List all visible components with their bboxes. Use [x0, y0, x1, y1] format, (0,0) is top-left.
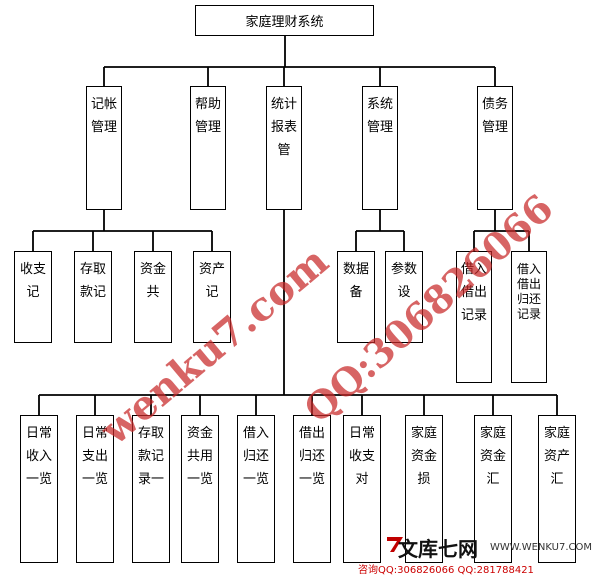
report-node-r4: 资金共用一览: [181, 415, 219, 563]
submodule-label: 数据备: [342, 262, 369, 300]
submodule-label: 收支记: [19, 262, 46, 300]
module-node-m2: 帮助管理: [190, 86, 226, 210]
report-label: 家庭资金损: [410, 426, 437, 487]
report-node-r2: 日常支出一览: [76, 415, 114, 563]
footer-contact: 咨询QQ:306826066 QQ:281788421: [358, 565, 534, 576]
report-label: 资金共用一览: [186, 426, 213, 487]
submodule-label: 存取款记: [79, 262, 106, 300]
module-node-m4: 系统管理: [362, 86, 398, 210]
seven-logo-icon: [387, 537, 403, 552]
submodule-node-s3: 资金共: [134, 251, 172, 343]
report-label: 存取款记录一: [137, 426, 164, 487]
submodule-node-s8: 借入借出归还记录: [511, 251, 547, 383]
report-node-r7: 日常收支对: [343, 415, 381, 563]
report-node-r3: 存取款记录一: [132, 415, 170, 563]
report-label: 家庭资金汇: [479, 426, 506, 487]
report-node-r1: 日常收入一览: [20, 415, 58, 563]
report-label: 家庭资产汇: [543, 426, 570, 487]
root-node: 家庭理财系统: [195, 5, 374, 36]
report-label: 借出归还一览: [298, 426, 325, 487]
module-label: 记帐管理: [90, 97, 117, 135]
module-node-m5: 债务管理: [477, 86, 513, 210]
report-label: 日常收支对: [348, 426, 375, 487]
submodule-node-s4: 资产记: [193, 251, 231, 343]
submodule-node-s1: 收支记: [14, 251, 52, 343]
footer-site: WWW.WENKU7.COM: [490, 542, 592, 553]
root-label: 家庭理财系统: [245, 15, 324, 30]
submodule-label: 资产记: [198, 262, 225, 300]
module-label: 帮助管理: [194, 97, 221, 135]
report-node-r10: 家庭资产汇: [538, 415, 576, 563]
module-node-m1: 记帐管理: [86, 86, 122, 210]
module-node-m3: 统计报表管: [266, 86, 302, 210]
submodule-node-s5: 数据备: [337, 251, 375, 343]
report-label: 日常支出一览: [81, 426, 108, 487]
report-node-r5: 借入归还一览: [237, 415, 275, 563]
footer-brand: 文库七网: [398, 537, 478, 561]
module-label: 统计报表管: [270, 97, 297, 158]
submodule-label: 借入借出归还记录: [516, 262, 541, 321]
submodule-node-s6: 参数设: [385, 251, 423, 343]
module-label: 系统管理: [366, 97, 393, 135]
submodule-label: 资金共: [139, 262, 166, 300]
footer-banner: 文库七网 WWW.WENKU7.COM 咨询QQ:306826066 QQ:28…: [340, 531, 592, 576]
report-label: 借入归还一览: [242, 426, 269, 487]
submodule-label: 借入借出记录: [460, 262, 487, 323]
submodule-label: 参数设: [390, 262, 417, 300]
submodule-node-s7: 借入借出记录: [456, 251, 492, 383]
report-node-r8: 家庭资金损: [405, 415, 443, 563]
module-label: 债务管理: [481, 97, 508, 135]
report-node-r9: 家庭资金汇: [474, 415, 512, 563]
report-label: 日常收入一览: [25, 426, 52, 487]
submodule-node-s2: 存取款记: [74, 251, 112, 343]
report-node-r6: 借出归还一览: [293, 415, 331, 563]
